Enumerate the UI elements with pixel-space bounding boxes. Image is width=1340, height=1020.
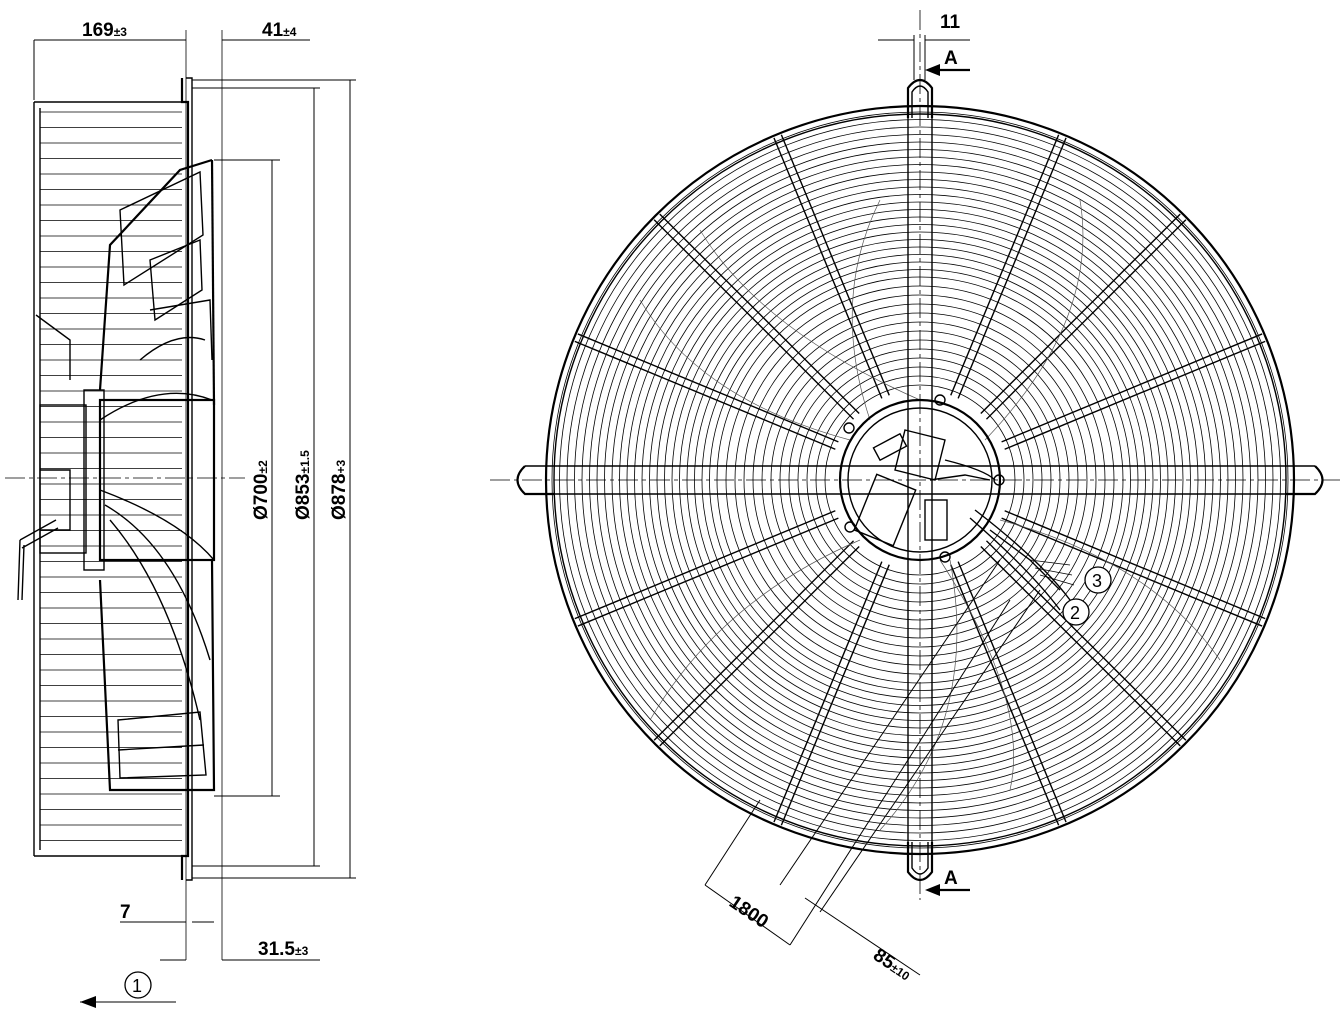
guard-strut xyxy=(1001,517,1263,627)
dim-offset-top-tol: ±4 xyxy=(283,25,297,39)
dim-offset-bottom-tol: ±3 xyxy=(295,944,309,958)
section-marker-bottom: A xyxy=(925,868,970,896)
svg-text:169±3: 169±3 xyxy=(82,20,127,41)
svg-text:85±10: 85±10 xyxy=(869,945,915,986)
dim-depth-value: 169 xyxy=(82,20,114,41)
section-a-top: A xyxy=(944,48,958,69)
svg-text:31.5±3: 31.5±3 xyxy=(258,939,309,960)
guard-strut xyxy=(957,137,1067,399)
guard-strut xyxy=(773,137,883,399)
guard-strut xyxy=(980,213,1181,415)
side-view: 169±3 41±4 Ø700±2 Ø853±1.5 Ø878+3 7 31.5… xyxy=(5,20,356,1008)
guard-strut xyxy=(653,540,855,741)
dim-d700-value: Ø700 xyxy=(251,474,272,520)
svg-text:Ø878+3: Ø878+3 xyxy=(329,460,350,520)
guard-strut xyxy=(985,219,1187,420)
guard-strut xyxy=(780,564,890,826)
guard-strut xyxy=(574,510,836,620)
guard-strut xyxy=(1001,333,1263,443)
guard-strut xyxy=(780,134,890,396)
guard-strut xyxy=(773,561,883,823)
callout-3: 3 xyxy=(1092,571,1102,591)
dim-offset-41: 41±4 xyxy=(222,20,310,41)
svg-text:Ø853±1.5: Ø853±1.5 xyxy=(293,450,314,520)
dim-d853-tol: ±1.5 xyxy=(298,450,312,474)
dim-d878-value: Ø878 xyxy=(329,474,350,520)
callout-2: 2 xyxy=(1070,603,1080,623)
section-a-bottom: A xyxy=(944,868,958,889)
guard-strut xyxy=(950,134,1060,396)
dim-offset-top-value: 41 xyxy=(262,20,284,41)
guard-strut xyxy=(1004,510,1266,620)
callout-1: 1 xyxy=(132,976,142,996)
dim-d878-tol: +3 xyxy=(334,460,348,474)
airflow-callout: 1 xyxy=(80,971,176,1008)
guard-strut xyxy=(980,545,1181,747)
guard-strut xyxy=(1004,340,1266,450)
dim-guard-width: 11 xyxy=(940,12,961,33)
guard-strut xyxy=(577,333,839,443)
dim-flange-7: 7 xyxy=(120,902,131,923)
guard-strut xyxy=(653,219,855,420)
dim-offset-bottom-value: 31.5 xyxy=(258,939,295,960)
guard-strut xyxy=(985,540,1187,741)
guard-strut xyxy=(659,545,860,747)
front-view: 11 A A 1800 85±10 3 2 xyxy=(490,10,1340,986)
svg-text:41±4: 41±4 xyxy=(262,20,297,41)
dim-depth-169: 169±3 xyxy=(33,20,186,100)
dim-guard-width-11: 11 xyxy=(878,12,970,80)
dim-cable-length: 1800 xyxy=(725,892,772,933)
section-marker-top: A xyxy=(925,48,970,76)
svg-text:Ø700±2: Ø700±2 xyxy=(251,460,272,520)
cable-callout-2: 2 xyxy=(1062,598,1090,626)
dim-depth-tol: ±3 xyxy=(114,25,128,39)
dim-d700-tol: ±2 xyxy=(256,460,270,474)
airflow-arrow-icon xyxy=(80,996,96,1008)
guard-strut xyxy=(659,213,860,415)
guard-strut xyxy=(577,517,839,627)
guard-strut xyxy=(574,340,836,450)
dim-d853-value: Ø853 xyxy=(293,474,314,520)
guard-strut xyxy=(957,561,1067,823)
cable-callout-3: 3 xyxy=(1084,566,1112,594)
